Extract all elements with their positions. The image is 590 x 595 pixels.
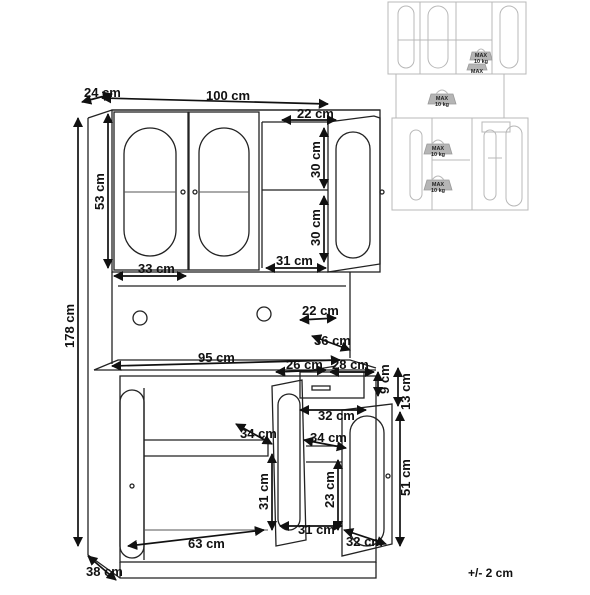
drawer-handle bbox=[311, 385, 331, 391]
knob bbox=[180, 189, 186, 195]
knob bbox=[129, 483, 135, 489]
weight-icon: MAX 10 kg bbox=[469, 48, 493, 65]
weight-icon: MAX 10 kg bbox=[423, 139, 453, 158]
svg-text:10 kg: 10 kg bbox=[435, 102, 449, 108]
label-top-shelf-width: 31 cm bbox=[276, 253, 313, 268]
label-compartment-height-left: 31 cm bbox=[256, 473, 271, 510]
label-height-overall: 178 cm bbox=[62, 304, 77, 348]
label-depth-bottom: 38 cm bbox=[86, 564, 123, 579]
label-drawer-inner-width: 26 cm bbox=[286, 357, 323, 372]
dimension-labels: 24 cm 100 cm 22 cm 178 cm 53 cm 30 cm 30… bbox=[62, 85, 413, 579]
label-drawer-width: 28 cm bbox=[332, 357, 369, 372]
door-oval-window bbox=[335, 131, 371, 259]
svg-text:MAX: MAX bbox=[432, 182, 445, 188]
dimension-lines bbox=[72, 91, 406, 581]
top-door-middle bbox=[188, 111, 260, 271]
knob bbox=[379, 189, 385, 195]
label-top-compartment-lower: 30 cm bbox=[308, 209, 323, 246]
label-compartment-height-right: 23 cm bbox=[322, 471, 337, 508]
label-top-compartment-upper: 30 cm bbox=[308, 141, 323, 178]
weight-icon: MAX 10 kg bbox=[427, 89, 457, 108]
thumb-base-cabinet bbox=[391, 117, 529, 211]
tolerance-note: +/- 2 cm bbox=[468, 566, 514, 580]
label-shelf-depth-top: 22 cm bbox=[297, 106, 334, 121]
label-bottom-door-width: 32 cm bbox=[346, 534, 383, 549]
label-base-width: 63 cm bbox=[188, 536, 225, 551]
label-width-top: 100 cm bbox=[206, 88, 250, 103]
label-top-door-width: 33 cm bbox=[138, 261, 175, 276]
label-bottom-shelf-width: 31 cm bbox=[298, 522, 335, 537]
door-oval-window bbox=[119, 389, 145, 559]
label-depth-top: 24 cm bbox=[84, 85, 121, 100]
label-height-top: 53 cm bbox=[92, 173, 107, 210]
top-cabinet-body bbox=[111, 109, 381, 273]
label-shelf-depth-right: 34 cm bbox=[310, 430, 347, 445]
top-door-left bbox=[113, 111, 189, 271]
knob bbox=[192, 189, 198, 195]
label-counter-width: 95 cm bbox=[198, 350, 235, 365]
cable-hole bbox=[256, 306, 272, 322]
svg-text:MAX: MAX bbox=[432, 146, 445, 152]
door-oval-window bbox=[277, 393, 301, 531]
svg-text:MAX: MAX bbox=[475, 53, 488, 59]
label-shelf-depth-left: 34 cm bbox=[240, 426, 277, 441]
svg-text:10 kg: 10 kg bbox=[431, 188, 445, 194]
weight-icon: MAX bbox=[466, 63, 488, 75]
svg-text:10 kg: 10 kg bbox=[431, 152, 445, 158]
svg-text:10 kg: 10 kg bbox=[474, 59, 488, 65]
thumbnail-weight-view: MAX 10 kg MAX 10 kg MAX 10 kg MAX 10 kg … bbox=[387, 1, 529, 211]
cable-hole bbox=[132, 310, 148, 326]
svg-text:MAX: MAX bbox=[436, 96, 449, 102]
label-base-height: 51 cm bbox=[398, 459, 413, 496]
knob bbox=[385, 473, 391, 479]
label-drawer-height: 13 cm bbox=[398, 373, 413, 410]
thumb-top-cabinet bbox=[387, 1, 527, 75]
label-drawer-front-width: 32 cm bbox=[318, 408, 355, 423]
svg-text:MAX: MAX bbox=[471, 69, 484, 75]
label-niche-depth: 22 cm bbox=[302, 303, 339, 318]
weight-icon: MAX 10 kg bbox=[423, 175, 453, 194]
base-shelf-left bbox=[144, 439, 269, 457]
door-oval-window bbox=[349, 415, 385, 547]
label-counter-depth: 36 cm bbox=[314, 333, 351, 348]
top-cabinet-top-edge bbox=[87, 109, 380, 119]
label-drawer-inner-height: 9 cm bbox=[377, 364, 392, 394]
